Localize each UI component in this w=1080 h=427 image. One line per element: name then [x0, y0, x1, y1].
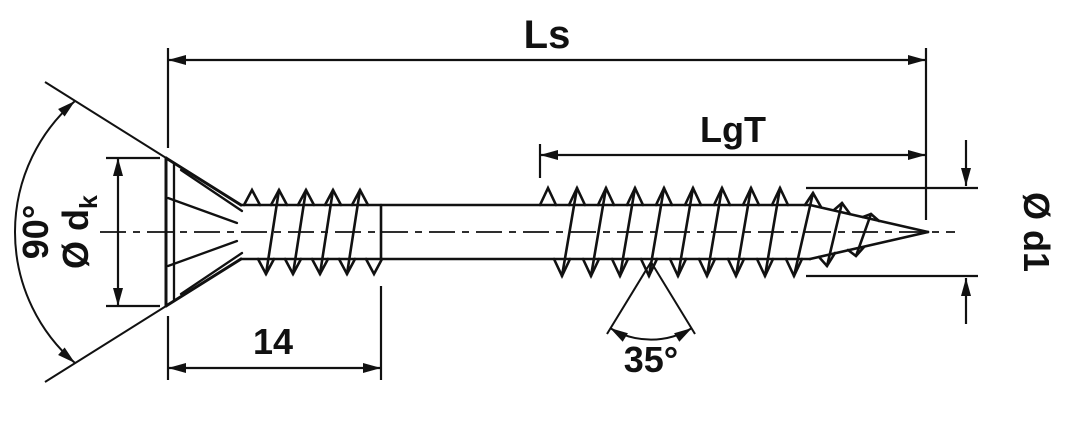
- screw-line: [763, 186, 782, 278]
- screw-line: [318, 188, 335, 276]
- screw-line: [676, 186, 695, 278]
- screw-line: [618, 186, 637, 278]
- label-under-head-thread-length: 14: [253, 321, 293, 362]
- angle-arc: [13, 100, 76, 364]
- dimension-outer-thread-diameter: Ø d1: [806, 140, 1057, 324]
- screw-line: [825, 201, 844, 268]
- angle-leg-bottom: [44, 258, 242, 383]
- screw-line: [854, 212, 873, 258]
- screw-line: [242, 187, 262, 207]
- angle-leg-top: [44, 81, 242, 206]
- screw-line: [647, 186, 666, 278]
- dimension-head-angle: 90°: [13, 81, 242, 383]
- label-thread-flank-angle: 35°: [624, 339, 678, 380]
- screw-line: [291, 188, 308, 276]
- label-head-diameter-main: Ø d: [55, 209, 96, 269]
- screw-line: [589, 186, 608, 278]
- head-rib-line: [166, 196, 239, 225]
- angle-arc: [609, 327, 693, 342]
- screw-line: [792, 191, 815, 278]
- dimension-thread-length: LgT: [538, 109, 926, 178]
- screw-line: [560, 186, 579, 278]
- screw-line: [734, 186, 753, 278]
- dimension-head-diameter: Ø dk: [55, 156, 160, 308]
- label-head-diameter: Ø dk: [55, 195, 103, 269]
- label-head-angle: 90°: [15, 205, 56, 259]
- dimension-thread-flank-angle: 35°: [606, 261, 696, 380]
- dimension-under-head-thread-length: 14: [166, 286, 383, 380]
- head-rib-line: [166, 239, 239, 268]
- label-thread-length: LgT: [700, 109, 766, 150]
- screw-line: [538, 184, 558, 207]
- screw-line: [705, 186, 724, 278]
- screw-line: [364, 257, 384, 277]
- screw-line: [264, 188, 281, 276]
- angle-leg-left: [606, 261, 652, 335]
- screw-line: [345, 188, 362, 276]
- head-rib-line: [179, 251, 244, 296]
- head-rib-line: [179, 168, 244, 213]
- angle-leg-right: [650, 261, 696, 335]
- label-head-diameter-subscript: k: [75, 195, 103, 209]
- dimension-overall-length: Ls: [166, 13, 928, 220]
- screw-shank-and-threads: [239, 184, 930, 280]
- screw-line: [808, 230, 930, 261]
- label-outer-thread-diameter: Ø d1: [1016, 192, 1057, 272]
- label-overall-length: Ls: [524, 13, 571, 57]
